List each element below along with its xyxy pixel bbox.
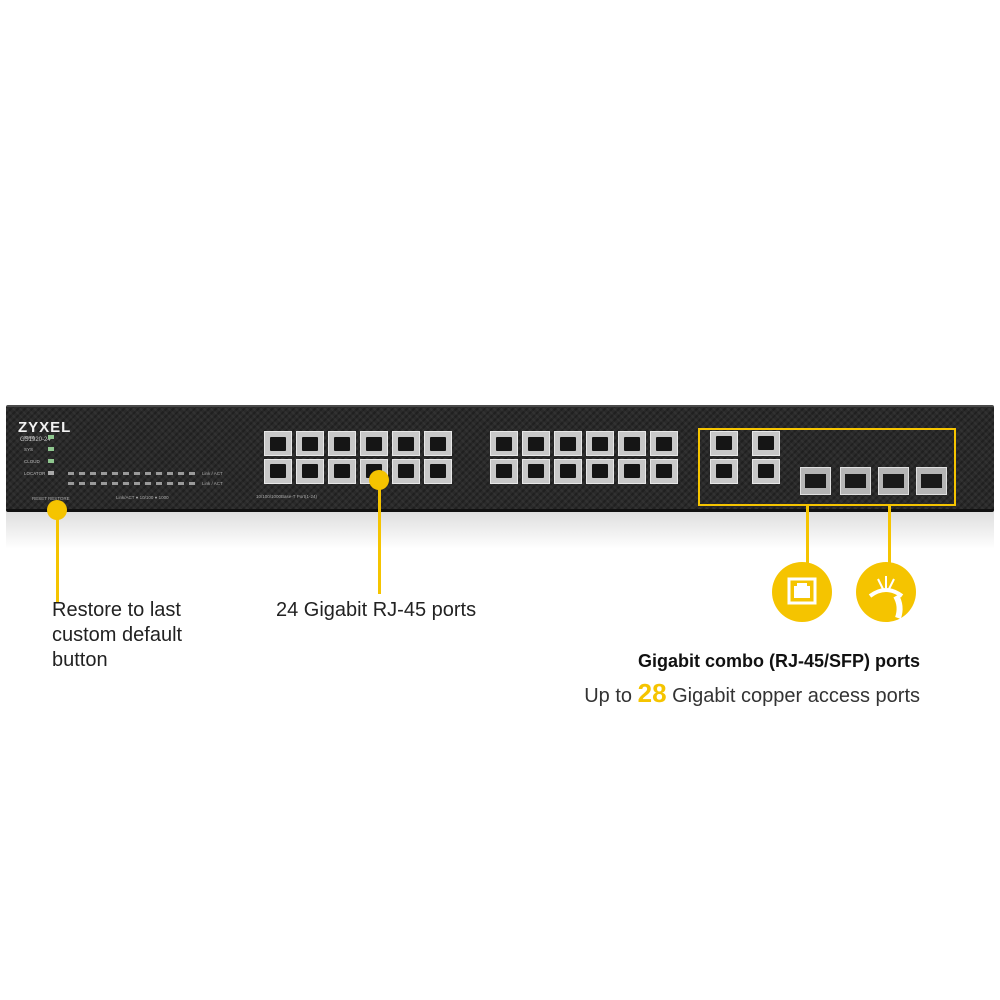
port-led xyxy=(112,482,118,485)
combo-sub-number: 28 xyxy=(637,678,667,708)
led-legend-bottom: Link / ACT xyxy=(202,481,223,486)
restore-callout-line xyxy=(56,512,59,602)
port-led xyxy=(123,472,129,475)
rj45-port xyxy=(296,431,324,456)
reset-label: RESET xyxy=(32,496,48,501)
rj45-port xyxy=(490,431,518,456)
port-led xyxy=(101,472,107,475)
port-led xyxy=(68,472,74,475)
rj45-port xyxy=(392,431,420,456)
port-led xyxy=(79,472,85,475)
rj45-port xyxy=(328,459,356,484)
port-led xyxy=(68,482,74,485)
cloud-led: CLOUD xyxy=(24,459,54,464)
combo-rj45-port xyxy=(710,459,738,484)
sfp-port xyxy=(878,467,909,495)
rj45-callout-line xyxy=(378,482,381,594)
rj45-port xyxy=(392,459,420,484)
sfp-port xyxy=(916,467,947,495)
brand-logo: ZYXEL xyxy=(18,419,72,436)
restore-callout-dot xyxy=(47,500,67,520)
ethernet-circle xyxy=(772,562,832,622)
rj45-port xyxy=(586,459,614,484)
combo-sub-prefix: Up to xyxy=(584,685,633,707)
rj45-port xyxy=(264,431,292,456)
rj45-port xyxy=(554,431,582,456)
port-led xyxy=(156,482,162,485)
combo-callout-line-left xyxy=(806,506,809,566)
port-group-caption: 10/100/1000Base-T Port(1-24) xyxy=(256,494,317,499)
restore-callout-label: Restore to last custom default button xyxy=(52,599,183,671)
port-led xyxy=(79,482,85,485)
port-led xyxy=(112,472,118,475)
combo-rj45-port xyxy=(752,431,780,456)
rj45-callout-dot xyxy=(369,470,389,490)
port-led xyxy=(167,472,173,475)
rj45-port xyxy=(586,431,614,456)
port-led xyxy=(101,482,107,485)
port-led xyxy=(189,482,195,485)
sys-led: SYS xyxy=(24,447,54,452)
port-led xyxy=(156,472,162,475)
rj45-port xyxy=(424,459,452,484)
rj45-port xyxy=(360,431,388,456)
combo-callout-line-right xyxy=(888,506,891,564)
port-led xyxy=(178,482,184,485)
port-led xyxy=(123,482,129,485)
rj45-callout-label: 24 Gigabit RJ-45 ports xyxy=(276,599,477,621)
combo-callout-subtitle: Up to 28 Gigabit copper access ports xyxy=(584,678,920,709)
port-led xyxy=(167,482,173,485)
port-led xyxy=(90,472,96,475)
rj45-port xyxy=(650,459,678,484)
ethernet-port-icon xyxy=(787,577,817,605)
locator-led: LOCATOR xyxy=(24,471,54,476)
port-led xyxy=(178,472,184,475)
rj45-port xyxy=(522,431,550,456)
port-led xyxy=(134,482,140,485)
rj45-port xyxy=(618,459,646,484)
rj45-port xyxy=(490,459,518,484)
port-led xyxy=(145,472,151,475)
model-number: GS1920-24 xyxy=(20,437,51,443)
sfp-port xyxy=(840,467,871,495)
combo-rj45-port xyxy=(752,459,780,484)
combo-callout-title: Gigabit combo (RJ-45/SFP) ports xyxy=(637,651,920,671)
switch-reflection xyxy=(6,509,994,549)
led-speed-legend: Link/ACT ● 10/100 ● 1000 xyxy=(116,495,169,500)
combo-ports-highlight xyxy=(698,428,956,506)
combo-sub-suffix: Gigabit copper access ports xyxy=(672,685,920,707)
sfp-port xyxy=(800,467,831,495)
port-led xyxy=(145,482,151,485)
rj45-port xyxy=(554,459,582,484)
port-led xyxy=(90,482,96,485)
rj45-port xyxy=(264,459,292,484)
rj45-port xyxy=(650,431,678,456)
rj45-port xyxy=(328,431,356,456)
rj45-port xyxy=(522,459,550,484)
combo-rj45-port xyxy=(710,431,738,456)
restore-label: RESTORE xyxy=(48,496,70,501)
rj45-port xyxy=(424,431,452,456)
port-led xyxy=(134,472,140,475)
rj45-port xyxy=(618,431,646,456)
rj45-port xyxy=(296,459,324,484)
led-legend-top: Link / ACT xyxy=(202,471,223,476)
pwr-led: PWR xyxy=(24,435,54,440)
fiber-circle xyxy=(856,562,916,622)
fiber-optic-icon xyxy=(868,576,904,619)
switch-front-panel: ZYXEL GS1920-24 PWR SYS CLOUD LOCATOR Li… xyxy=(6,405,994,512)
port-led xyxy=(189,472,195,475)
